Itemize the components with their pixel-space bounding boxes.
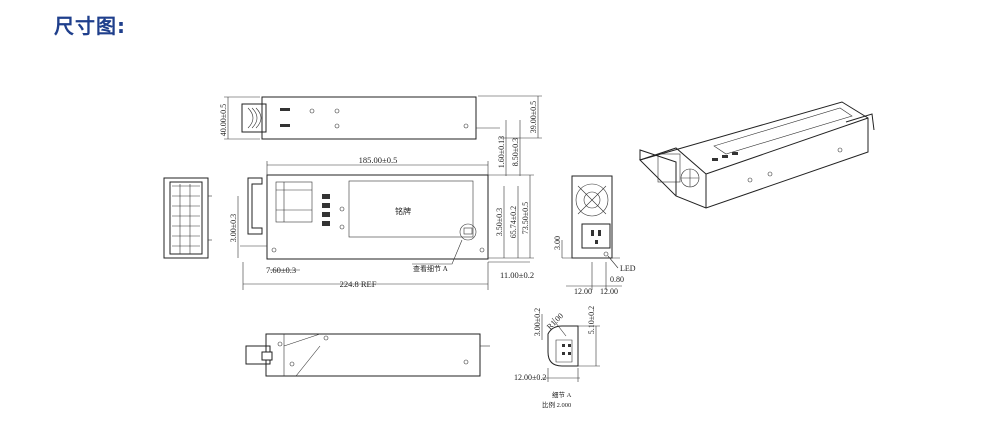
dim-12-00-b: 12.00 (600, 287, 618, 296)
nameplate-label: 铭牌 (395, 206, 411, 216)
isometric-view (639, 101, 875, 209)
dim-3-50: 3.50±0.3 (495, 208, 504, 236)
dim-3-00-end: 3.00 (553, 236, 562, 250)
detail-dim-12-00: 12.00±0.2 (514, 373, 546, 382)
detail-a-title: 细节 A (552, 390, 572, 399)
dim-length-body: 185.00±0.5 (359, 155, 398, 165)
bottom-view (245, 333, 490, 377)
front-end-view (163, 177, 212, 259)
see-detail-a-label: 查看细节 A (413, 264, 448, 273)
detail-a-scale: 比例 2.000 (542, 400, 571, 409)
dim-3-00-left: 3.00±0.3 (229, 214, 238, 242)
dim-11-00: 11.00±0.2 (500, 270, 534, 280)
dim-0-80: 0.80 (610, 275, 624, 284)
top-view (224, 95, 542, 176)
dim-7-60: 7.60±0.3 (266, 265, 296, 275)
page-title: 尺寸图: (54, 14, 126, 38)
main-plan-view (237, 161, 534, 290)
detail-dim-r1-00: R1.00 (545, 311, 565, 331)
dim-8-50: 8.50±0.3 (511, 138, 520, 166)
dim-1-60: 1.60±0.13 (497, 136, 506, 168)
dim-height-side: 40.00±0.5 (219, 104, 228, 136)
dim-12-00-a: 12.00 (574, 287, 592, 296)
rear-end-view (561, 175, 622, 290)
detail-a-view (541, 314, 600, 382)
dim-length-ref: 224.8 REF (340, 279, 377, 289)
dim-65-74: 65.74±0.2 (509, 206, 518, 238)
detail-dim-3-00: 3.00±0.2 (533, 308, 542, 336)
dim-height-rear: 39.00±0.5 (529, 101, 538, 133)
dim-73-50: 73.50±0.5 (521, 202, 530, 234)
detail-dim-5-10: 5.10±0.2 (587, 306, 596, 334)
led-label: LED (620, 264, 636, 273)
